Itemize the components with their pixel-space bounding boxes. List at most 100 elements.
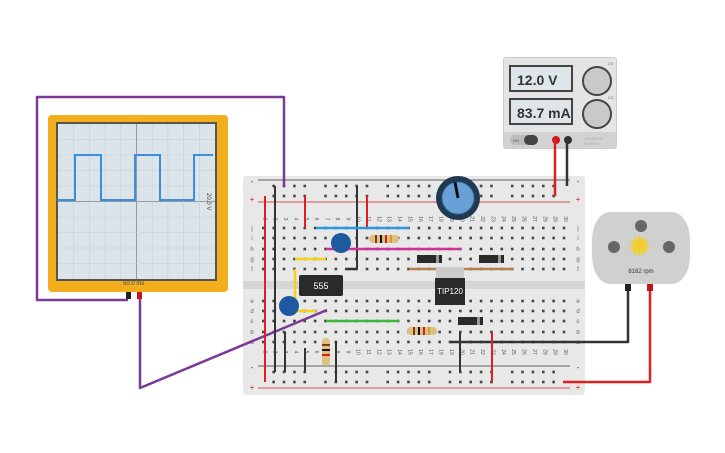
- rail-hole[interactable]: [479, 370, 483, 374]
- rail-hole[interactable]: [459, 380, 462, 384]
- hole[interactable]: [355, 340, 358, 344]
- rail-hole[interactable]: [479, 194, 483, 198]
- hole[interactable]: [490, 247, 493, 251]
- hole[interactable]: [272, 299, 275, 303]
- hole[interactable]: [521, 267, 524, 271]
- hole[interactable]: [562, 267, 566, 271]
- hole[interactable]: [417, 226, 421, 230]
- hole[interactable]: [396, 299, 400, 303]
- hole[interactable]: [500, 236, 504, 240]
- rail-hole[interactable]: [510, 184, 514, 188]
- hole[interactable]: [272, 309, 275, 313]
- hole[interactable]: [541, 226, 545, 230]
- hole[interactable]: [500, 226, 504, 230]
- rail-hole[interactable]: [531, 370, 535, 374]
- hole[interactable]: [344, 309, 348, 313]
- hole[interactable]: [262, 247, 265, 251]
- hole[interactable]: [293, 319, 296, 323]
- hole[interactable]: [313, 236, 317, 240]
- hole[interactable]: [324, 319, 327, 323]
- hole[interactable]: [469, 330, 472, 334]
- hole[interactable]: [376, 330, 379, 334]
- hole[interactable]: [427, 226, 431, 230]
- hole[interactable]: [479, 247, 483, 251]
- rail-hole[interactable]: [386, 194, 390, 198]
- rail-hole[interactable]: [396, 184, 400, 188]
- hole[interactable]: [552, 330, 555, 334]
- hole[interactable]: [541, 309, 545, 313]
- rail-hole[interactable]: [541, 194, 545, 198]
- diode[interactable]: [479, 255, 504, 263]
- wire[interactable]: [450, 290, 630, 344]
- hole[interactable]: [313, 340, 317, 344]
- hole[interactable]: [262, 330, 265, 334]
- hole[interactable]: [552, 319, 555, 323]
- hole[interactable]: [469, 236, 472, 240]
- hole[interactable]: [313, 267, 317, 271]
- hole[interactable]: [510, 319, 514, 323]
- rail-hole[interactable]: [272, 370, 275, 374]
- hole[interactable]: [324, 299, 327, 303]
- hole[interactable]: [510, 247, 514, 251]
- hole[interactable]: [562, 299, 566, 303]
- hole[interactable]: [303, 267, 307, 271]
- hole[interactable]: [459, 226, 462, 230]
- hole[interactable]: [552, 267, 555, 271]
- rail-hole[interactable]: [365, 380, 369, 384]
- hole[interactable]: [448, 226, 452, 230]
- wire[interactable]: [35, 95, 286, 302]
- hole[interactable]: [427, 309, 431, 313]
- hole[interactable]: [469, 299, 472, 303]
- hole[interactable]: [355, 309, 358, 313]
- rail-hole[interactable]: [469, 370, 472, 374]
- hole[interactable]: [262, 319, 265, 323]
- hole[interactable]: [448, 340, 452, 344]
- rail-hole[interactable]: [324, 194, 327, 198]
- hole[interactable]: [552, 309, 555, 313]
- hole[interactable]: [334, 299, 338, 303]
- power-supply[interactable]: 12.0 V 83.7 mA CV CC ON VOLTAGE SUPPLY: [503, 57, 617, 149]
- rail-hole[interactable]: [272, 380, 275, 384]
- hole[interactable]: [469, 309, 472, 313]
- hole[interactable]: [562, 319, 566, 323]
- rail-hole[interactable]: [396, 194, 400, 198]
- hole[interactable]: [541, 299, 545, 303]
- hole[interactable]: [438, 309, 441, 313]
- hole[interactable]: [262, 226, 265, 230]
- hole[interactable]: [313, 319, 317, 323]
- rail-hole[interactable]: [521, 380, 524, 384]
- resistor[interactable]: [407, 327, 437, 335]
- rail-hole[interactable]: [293, 184, 296, 188]
- hole[interactable]: [490, 226, 493, 230]
- dc-motor[interactable]: ✹ 6182 rpm: [592, 212, 690, 284]
- hole[interactable]: [438, 226, 441, 230]
- hole[interactable]: [541, 236, 545, 240]
- hole[interactable]: [479, 330, 483, 334]
- hole[interactable]: [531, 236, 535, 240]
- rail-hole[interactable]: [531, 194, 535, 198]
- rail-hole[interactable]: [303, 380, 307, 384]
- hole[interactable]: [562, 226, 566, 230]
- rail-hole[interactable]: [324, 370, 327, 374]
- hole[interactable]: [510, 330, 514, 334]
- rail-hole[interactable]: [324, 380, 327, 384]
- hole[interactable]: [282, 267, 286, 271]
- hole[interactable]: [407, 236, 410, 240]
- rail-hole[interactable]: [417, 184, 421, 188]
- hole[interactable]: [407, 299, 410, 303]
- hole[interactable]: [510, 257, 514, 261]
- hole[interactable]: [344, 267, 348, 271]
- rail-hole[interactable]: [552, 380, 555, 384]
- rail-hole[interactable]: [521, 184, 524, 188]
- hole[interactable]: [459, 309, 462, 313]
- rail-hole[interactable]: [396, 370, 400, 374]
- hole[interactable]: [365, 340, 369, 344]
- rail-hole[interactable]: [293, 370, 296, 374]
- hole[interactable]: [396, 267, 400, 271]
- rail-hole[interactable]: [365, 184, 369, 188]
- hole[interactable]: [562, 247, 566, 251]
- rail-hole[interactable]: [469, 380, 472, 384]
- hole[interactable]: [386, 267, 390, 271]
- rail-hole[interactable]: [344, 184, 348, 188]
- hole[interactable]: [469, 247, 472, 251]
